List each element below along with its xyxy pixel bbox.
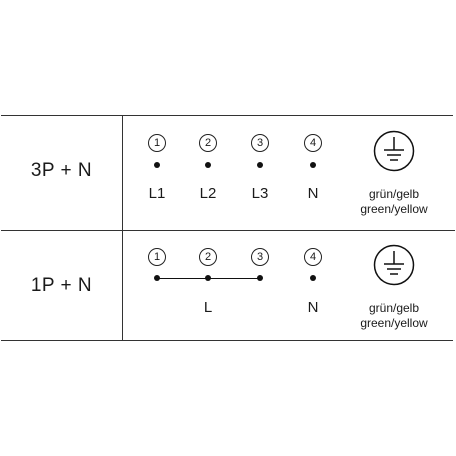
terminal-dot-1 <box>154 275 160 281</box>
terminal-label-l1: L1 <box>148 185 166 202</box>
terminal-dot-2 <box>205 275 211 281</box>
ground-label-en: green/yellow <box>360 202 428 216</box>
row-label-1p-n: 1P + N <box>30 275 93 296</box>
terminal-label-n: N <box>307 299 319 316</box>
ground-label-de: grün/gelb <box>368 301 420 315</box>
ground-symbol-icon <box>373 130 415 172</box>
column-divider <box>122 115 123 341</box>
terminal-label-l3: L3 <box>251 185 269 202</box>
terminal-number-3: 3 <box>251 134 269 152</box>
table-frame <box>1 115 453 341</box>
terminal-number-4: 4 <box>304 248 322 266</box>
terminal-dot-1 <box>154 162 160 168</box>
ground-label-de: grün/gelb <box>368 187 420 201</box>
ground-symbol-icon <box>373 244 415 286</box>
terminal-number-2: 2 <box>199 248 217 266</box>
terminal-dot-2 <box>205 162 211 168</box>
terminal-number-1: 1 <box>148 248 166 266</box>
terminal-label-l: L <box>203 299 213 316</box>
terminal-dot-3 <box>257 162 263 168</box>
terminal-dot-3 <box>257 275 263 281</box>
terminal-dot-4 <box>310 275 316 281</box>
terminal-label-n: N <box>307 185 319 202</box>
terminal-number-1: 1 <box>148 134 166 152</box>
terminal-number-4: 4 <box>304 134 322 152</box>
wiring-table: 3P + N 1 2 3 4 L1 L2 L3 N grün/gelb gree… <box>1 115 455 341</box>
terminal-number-2: 2 <box>199 134 217 152</box>
terminal-dot-4 <box>310 162 316 168</box>
row-divider <box>1 230 455 231</box>
row-label-3p-n: 3P + N <box>30 160 93 181</box>
terminal-label-l2: L2 <box>199 185 217 202</box>
terminal-number-3: 3 <box>251 248 269 266</box>
ground-label-en: green/yellow <box>360 316 428 330</box>
